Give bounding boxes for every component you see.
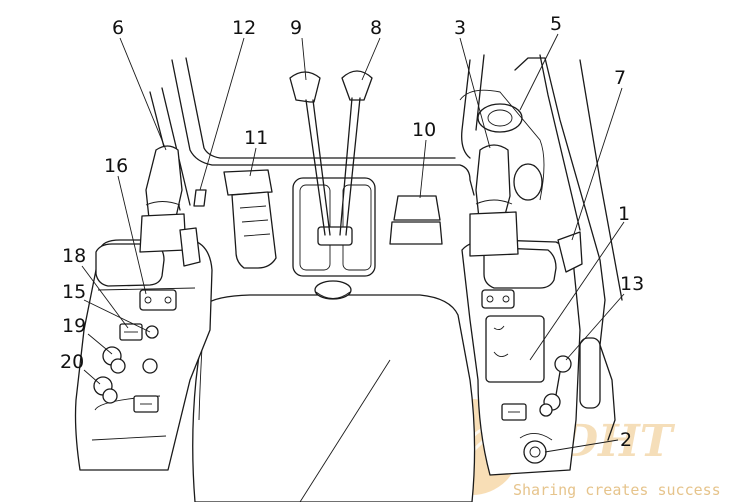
- callout-1: 1: [618, 203, 630, 225]
- callout-10: 9: [290, 17, 302, 39]
- travel-lever-left: [289, 71, 331, 236]
- callout-15: 15: [62, 281, 86, 303]
- callout-13: 12: [232, 17, 256, 39]
- leader-lines: [81, 33, 625, 453]
- callout-5: 5: [550, 13, 562, 35]
- operator-seat: [192, 294, 476, 502]
- callout-9: 8: [370, 17, 382, 39]
- callout-12: 11: [244, 127, 268, 149]
- callout-labels: 6 12 9 8 3 5 7 11 10 16 1 18 13 15 19 20…: [60, 13, 644, 451]
- pedal-area: [292, 177, 376, 300]
- callout-16: 16: [104, 155, 128, 177]
- right-console: [459, 89, 601, 476]
- callout-7: 13: [620, 273, 644, 295]
- callout-18: 18: [62, 245, 86, 267]
- right-pedal: [389, 195, 443, 245]
- left-pedal: [223, 169, 277, 269]
- callout-19: 19: [62, 315, 86, 337]
- watermark-tagline: Sharing creates success: [513, 481, 721, 499]
- watermark-logo-text: DHT: [558, 416, 676, 467]
- callout-8: 7: [614, 67, 626, 89]
- callout-2: 2: [620, 429, 632, 451]
- callout-6: 6: [112, 17, 124, 39]
- callout-11: 10: [412, 119, 436, 141]
- left-console: [74, 145, 213, 471]
- callout-20: 20: [60, 351, 84, 373]
- travel-lever-right: [339, 70, 373, 236]
- callout-3: 3: [454, 17, 466, 39]
